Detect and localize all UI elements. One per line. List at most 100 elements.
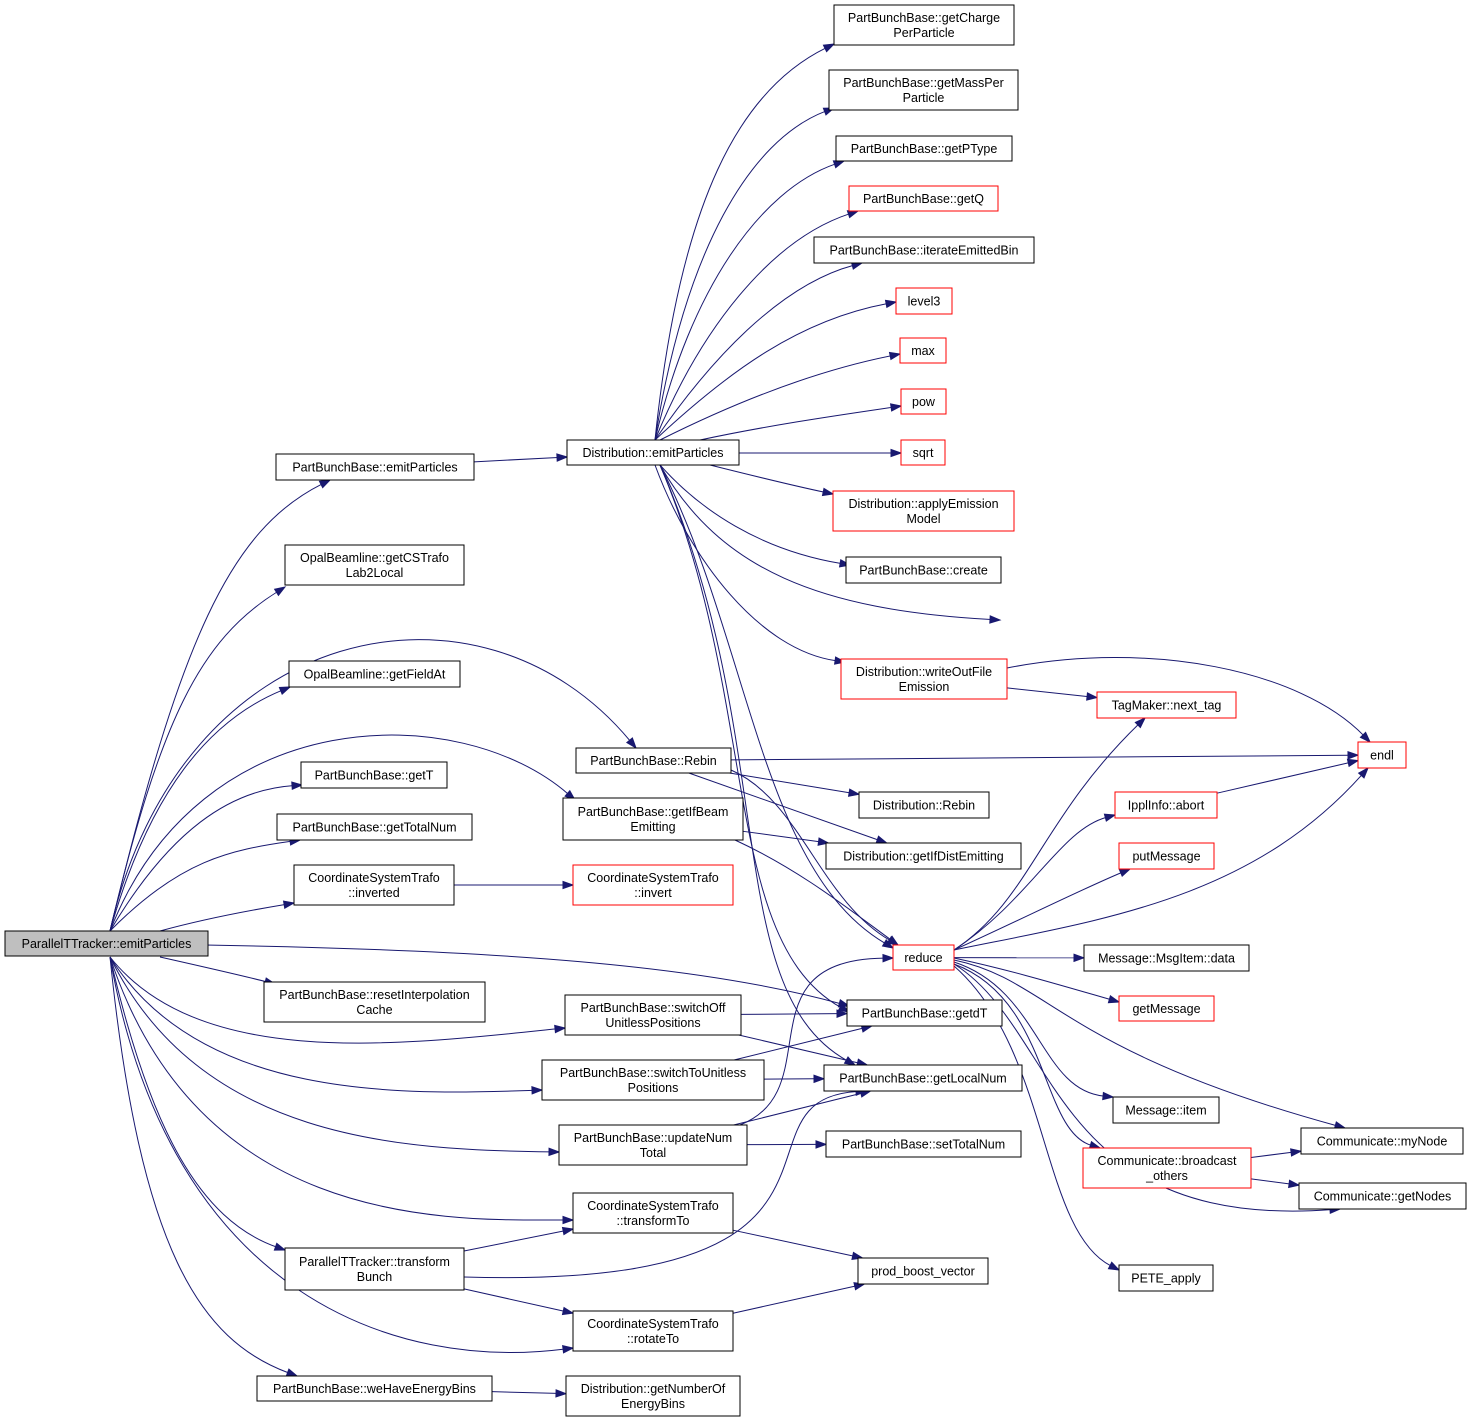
node-cst-inverted[interactable]: CoordinateSystemTrafo::inverted	[293, 864, 455, 906]
node-label: PartBunchBase::getIfBeam	[578, 805, 729, 819]
node-box	[564, 994, 742, 1036]
edge-line	[109, 956, 277, 1248]
node-opal-getFieldAt[interactable]: OpalBeamline::getFieldAt	[288, 660, 461, 688]
node-level3[interactable]: level3	[895, 287, 953, 315]
node-dist-Rebin[interactable]: Distribution::Rebin	[858, 791, 990, 819]
node-label: ParallelTTracker::transform	[299, 1255, 450, 1269]
node-box	[541, 1059, 765, 1101]
node-box	[858, 791, 990, 819]
edge-line	[463, 1091, 858, 1279]
node-dist-getIfDistEmitting[interactable]: Distribution::getIfDistEmitting	[825, 842, 1022, 870]
node-pbb-getQ[interactable]: PartBunchBase::getQ	[848, 185, 999, 212]
edge-pbb_updateNumTotal-to-pbb_setTotalNum	[746, 1140, 828, 1149]
node-comm-myNode[interactable]: Communicate::myNode	[1300, 1127, 1464, 1155]
node-box	[276, 813, 473, 841]
node-getMessage[interactable]: getMessage	[1118, 995, 1215, 1022]
node-pbb-getLocalNum[interactable]: PartBunchBase::getLocalNum	[823, 1064, 1023, 1092]
node-box	[1118, 1264, 1214, 1292]
node-reduce[interactable]: reduce	[892, 944, 955, 971]
node-label: PartBunchBase::switchToUnitless	[560, 1066, 746, 1080]
edge-line	[109, 956, 289, 1374]
edge-line	[109, 689, 282, 932]
node-cst-transformTo[interactable]: CoordinateSystemTrafo::transformTo	[572, 1192, 734, 1234]
node-tagmaker-next-tag[interactable]: TagMaker::next_tag	[1096, 691, 1237, 719]
edge-arrowhead	[889, 403, 903, 412]
node-root[interactable]: ParallelTTracker::emitParticles	[4, 930, 209, 957]
node-pbb-switchOff[interactable]: PartBunchBase::switchOffUnitlessPosition…	[564, 994, 742, 1036]
edge-arrowhead	[886, 935, 900, 946]
edge-root-to-pbb_getT	[109, 781, 304, 932]
edge-arrowhead	[561, 1306, 575, 1316]
node-pbb-getPType[interactable]: PartBunchBase::getPType	[835, 135, 1013, 162]
node-box	[895, 287, 953, 315]
edge-arrowhead	[1357, 766, 1369, 779]
node-pow[interactable]: pow	[900, 388, 947, 415]
node-pbb-Rebin[interactable]: PartBunchBase::Rebin	[575, 747, 732, 774]
node-endl[interactable]: endl	[1357, 741, 1407, 769]
node-comm-broadcast-others[interactable]: Communicate::broadcast_others	[1082, 1147, 1252, 1189]
node-ipplinfo-abort[interactable]: IpplInfo::abort	[1114, 791, 1218, 819]
node-pbb-iterateEmittedBin[interactable]: PartBunchBase::iterateEmittedBin	[813, 236, 1035, 264]
node-cst-invert[interactable]: CoordinateSystemTrafo::invert	[572, 864, 734, 906]
node-label: Positions	[628, 1081, 679, 1095]
edge-arrowhead	[847, 788, 861, 797]
node-pbb-getdT[interactable]: PartBunchBase::getdT	[846, 999, 1003, 1027]
node-cst-rotateTo[interactable]: CoordinateSystemTrafo::rotateTo	[572, 1310, 734, 1352]
edge-root-to-ptt_transformBunch	[109, 956, 287, 1251]
node-pbb-create[interactable]: PartBunchBase::create	[845, 556, 1002, 584]
node-label: PartBunchBase::getCharge	[848, 11, 1000, 25]
edge-line	[1006, 687, 1089, 698]
edge-line	[109, 956, 551, 1153]
node-label: PartBunchBase::emitParticles	[292, 461, 457, 475]
node-pbb-setTotalNum[interactable]: PartBunchBase::setTotalNum	[825, 1130, 1022, 1158]
edge-line	[654, 213, 850, 441]
node-pbb-getT[interactable]: PartBunchBase::getT	[300, 761, 448, 789]
node-putMessage[interactable]: putMessage	[1118, 842, 1215, 870]
edge-pbb_getIfBeamEmitting-to-dist_getIfDistEmitting	[742, 830, 830, 846]
node-max[interactable]: max	[899, 337, 947, 364]
node-pbb-weHaveEnergyBins[interactable]: PartBunchBase::weHaveEnergyBins	[256, 1375, 493, 1402]
node-prod-boost-vector[interactable]: prod_boost_vector	[857, 1257, 989, 1285]
edge-line	[699, 406, 893, 441]
edge-arrowhead	[888, 351, 902, 361]
edge-arrowhead	[285, 1368, 299, 1377]
edge-line	[1216, 762, 1350, 794]
node-box	[1298, 1182, 1467, 1210]
node-label: PETE_apply	[1131, 1272, 1201, 1286]
node-label: Distribution::writeOutFile	[856, 665, 992, 679]
node-pbb-getTotalNum[interactable]: PartBunchBase::getTotalNum	[276, 813, 473, 841]
node-box	[1082, 1147, 1252, 1189]
node-sqrt[interactable]: sqrt	[900, 439, 946, 466]
edge-line	[732, 1285, 856, 1314]
node-box	[846, 999, 1003, 1027]
node-label: ::rotateTo	[627, 1332, 679, 1346]
edge-root-to-cst_inverted	[159, 900, 296, 932]
node-box	[284, 1247, 465, 1291]
node-pbb-emitParticles[interactable]: PartBunchBase::emitParticles	[275, 453, 475, 481]
edge-arrowhead	[1347, 750, 1360, 760]
edge-line	[730, 769, 891, 941]
edge-arrowhead	[890, 448, 903, 458]
node-msg-item[interactable]: Message::item	[1112, 1096, 1220, 1124]
node-comm-getNodes[interactable]: Communicate::getNodes	[1298, 1182, 1467, 1210]
edge-line	[659, 355, 892, 441]
node-dist-emitParticles[interactable]: Distribution::emitParticles	[566, 439, 740, 466]
edge-dist_emitParticles-to-pow	[699, 403, 903, 441]
node-pete-apply[interactable]: PETE_apply	[1118, 1264, 1214, 1292]
edge-arrowhead	[1103, 813, 1117, 822]
node-label: Lab2Local	[346, 566, 404, 580]
edge-root-to-pbb_switchTo	[109, 956, 544, 1095]
call-nodes: ParallelTTracker::emitParticlesPartBunch…	[4, 4, 1467, 1417]
node-msg-msgitem-data[interactable]: Message::MsgItem::data	[1083, 944, 1250, 972]
